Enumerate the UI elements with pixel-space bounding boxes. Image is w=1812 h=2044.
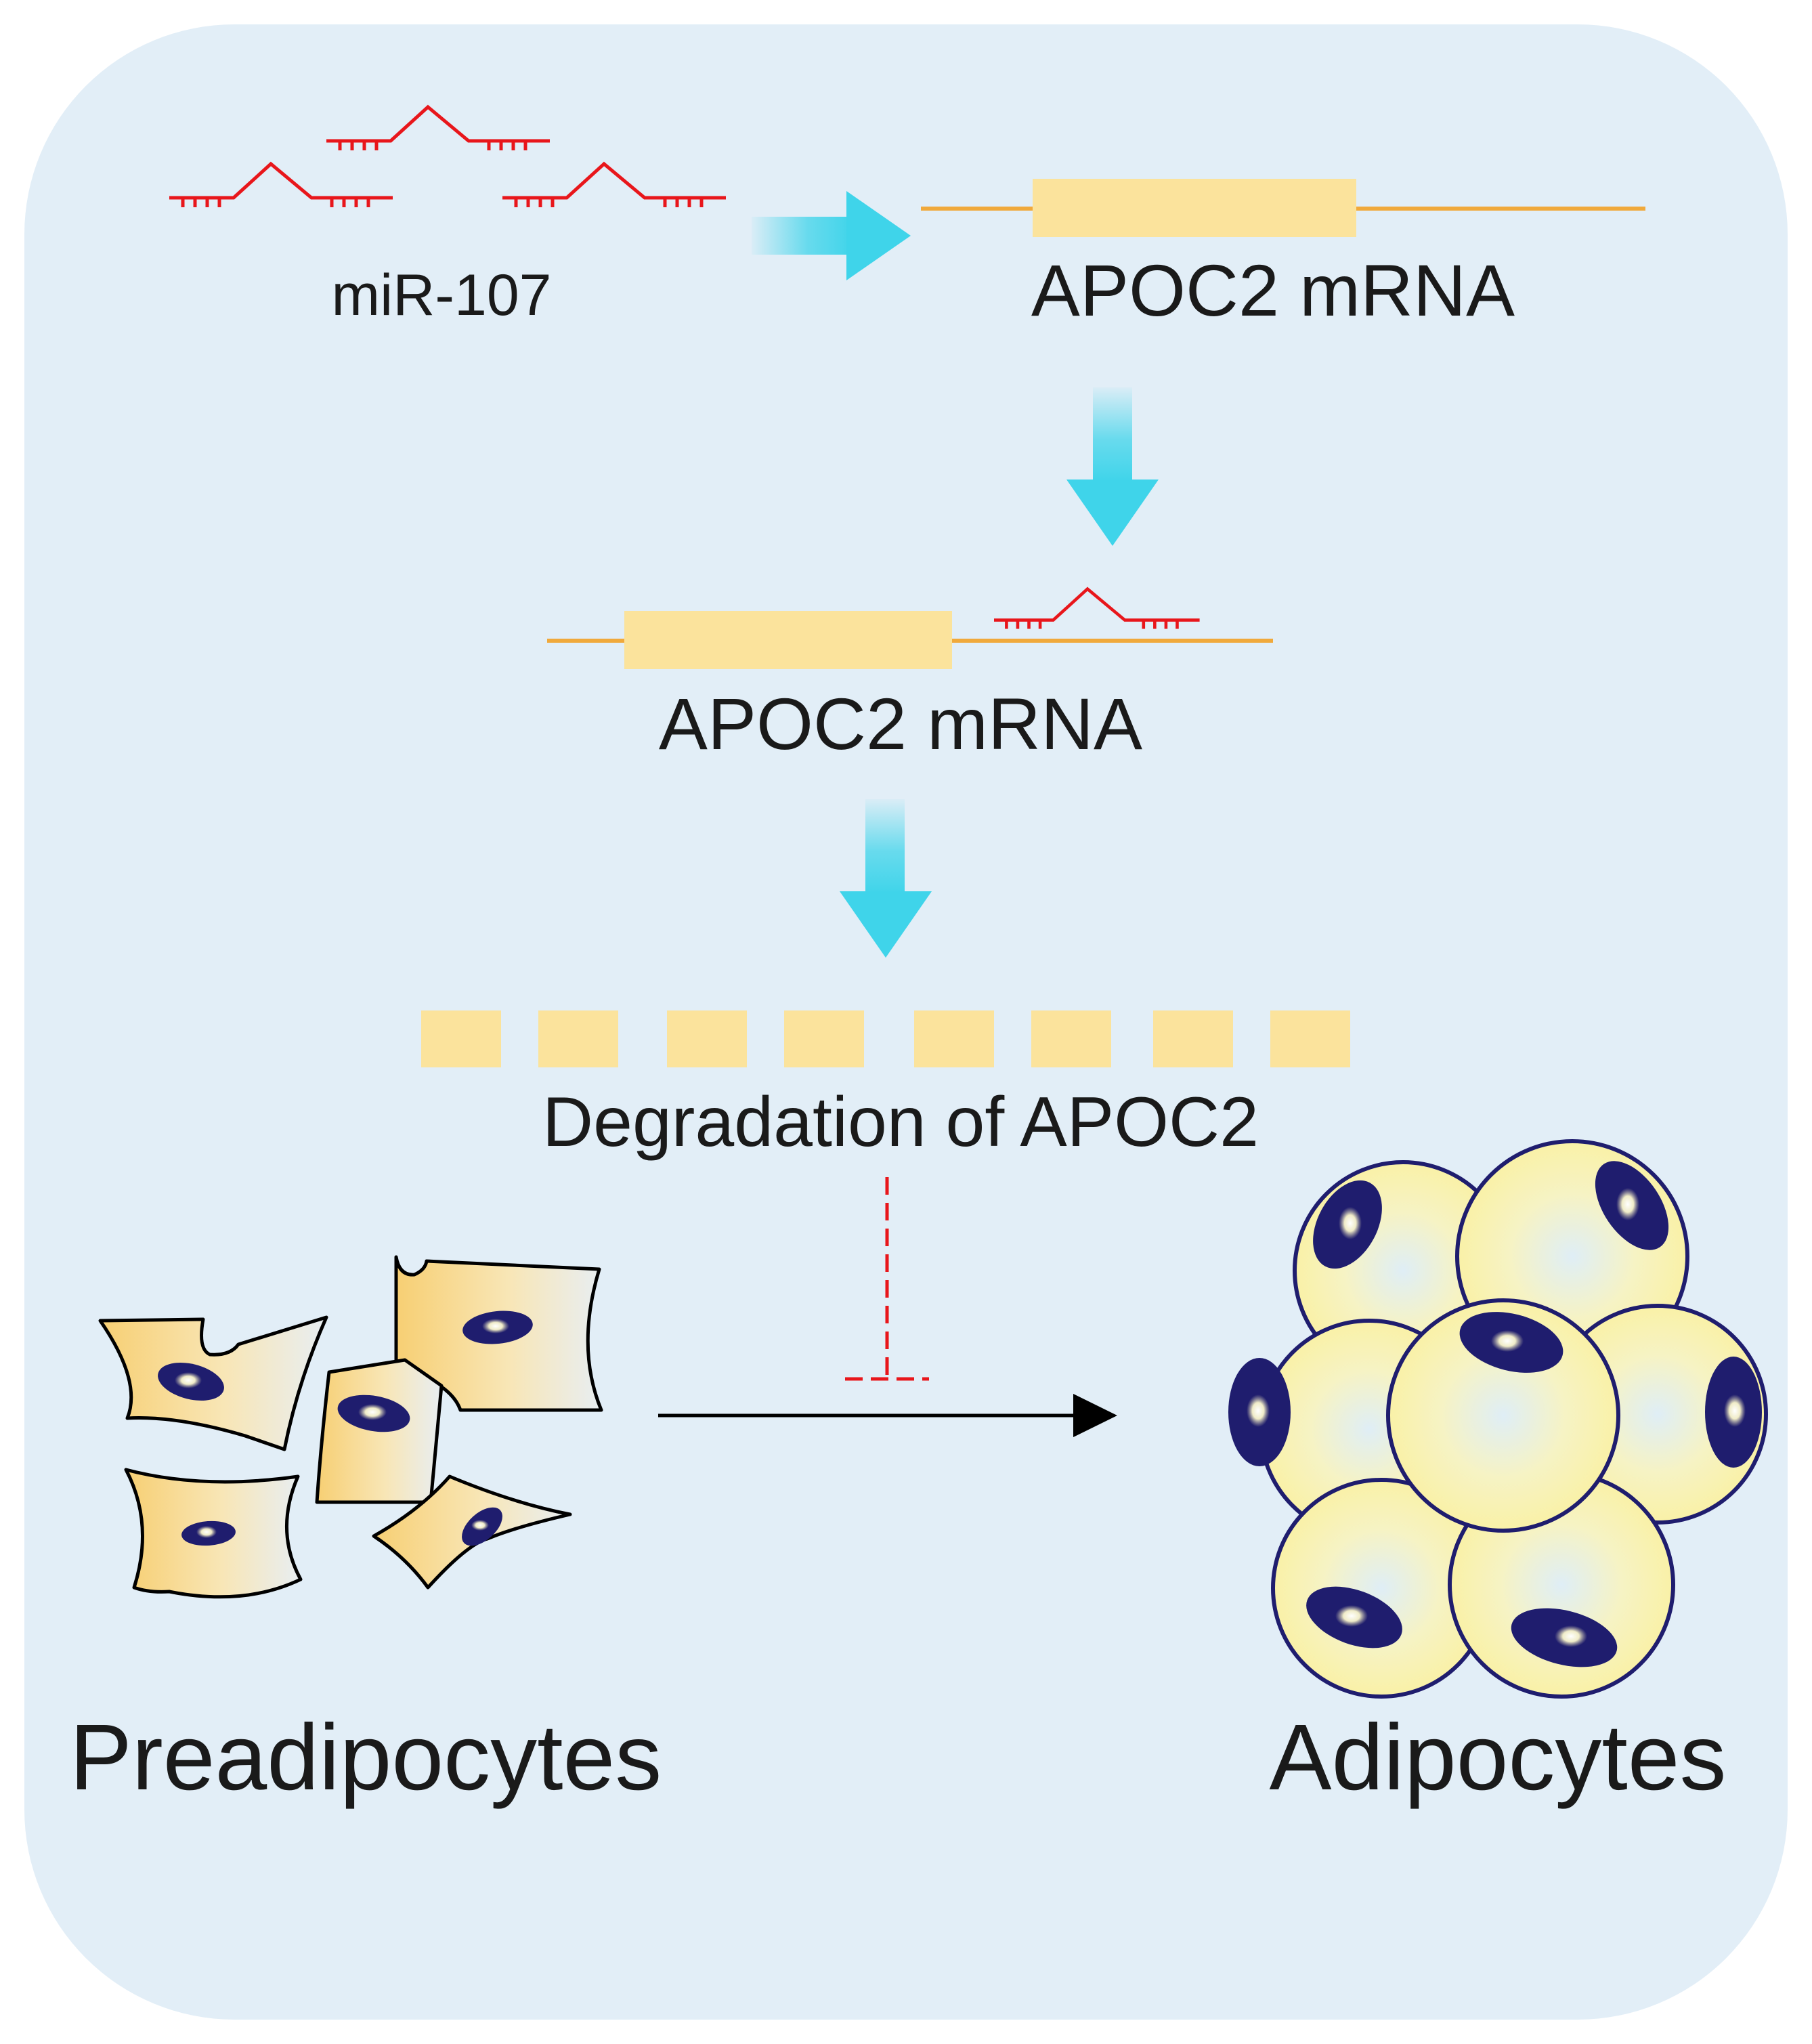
fibroblast-like-cell-icon <box>394 1255 603 1412</box>
right-arrow-icon <box>658 1394 1117 1437</box>
mrna-coding-block <box>1033 179 1356 237</box>
downward-gradient-arrow-icon <box>1066 387 1159 546</box>
fibroblast-like-cell-icon <box>124 1468 303 1599</box>
apoc2-mrna-top <box>921 179 1645 237</box>
fat-cell-cluster-icon <box>1228 1139 1768 1699</box>
apoc2-mrna-bound-label: APOC2 mRNA <box>659 683 1142 765</box>
downward-gradient-arrow-icon <box>840 799 932 958</box>
degradation-label: Degradation of APOC2 <box>542 1083 1259 1162</box>
inhibition-t-bar-icon <box>845 1177 929 1381</box>
fibroblast-like-cell-icon <box>315 1358 444 1504</box>
mrna-fragment <box>784 1010 864 1067</box>
mrna-fragment <box>1153 1010 1233 1067</box>
apoc2-mrna-top-label: APOC2 mRNA <box>1031 249 1515 331</box>
mrna-fragment <box>538 1010 618 1067</box>
mrna-fragment <box>1031 1010 1111 1067</box>
mrna-fragment <box>1270 1010 1350 1067</box>
fibroblast-like-cell-icon <box>372 1474 572 1590</box>
mir107-label: miR-107 <box>332 263 552 328</box>
mrna-fragment <box>914 1010 994 1067</box>
preadipocyte-group <box>98 1255 603 1599</box>
apoc2-mrna-bound <box>547 589 1273 669</box>
adipocyte-cell <box>1271 1478 1492 1699</box>
mrna-fragment <box>667 1010 747 1067</box>
apoc2-fragments <box>421 1010 1350 1067</box>
right-gradient-arrow-icon <box>752 191 911 280</box>
mrna-coding-block <box>624 611 952 669</box>
adipocyte-cell <box>1386 1298 1620 1533</box>
fibroblast-like-cell-icon <box>98 1315 328 1451</box>
adipocytes-label: Adipocytes <box>1269 1705 1726 1810</box>
preadipocytes-label: Preadipocytes <box>70 1705 662 1810</box>
mrna-fragment <box>421 1010 501 1067</box>
